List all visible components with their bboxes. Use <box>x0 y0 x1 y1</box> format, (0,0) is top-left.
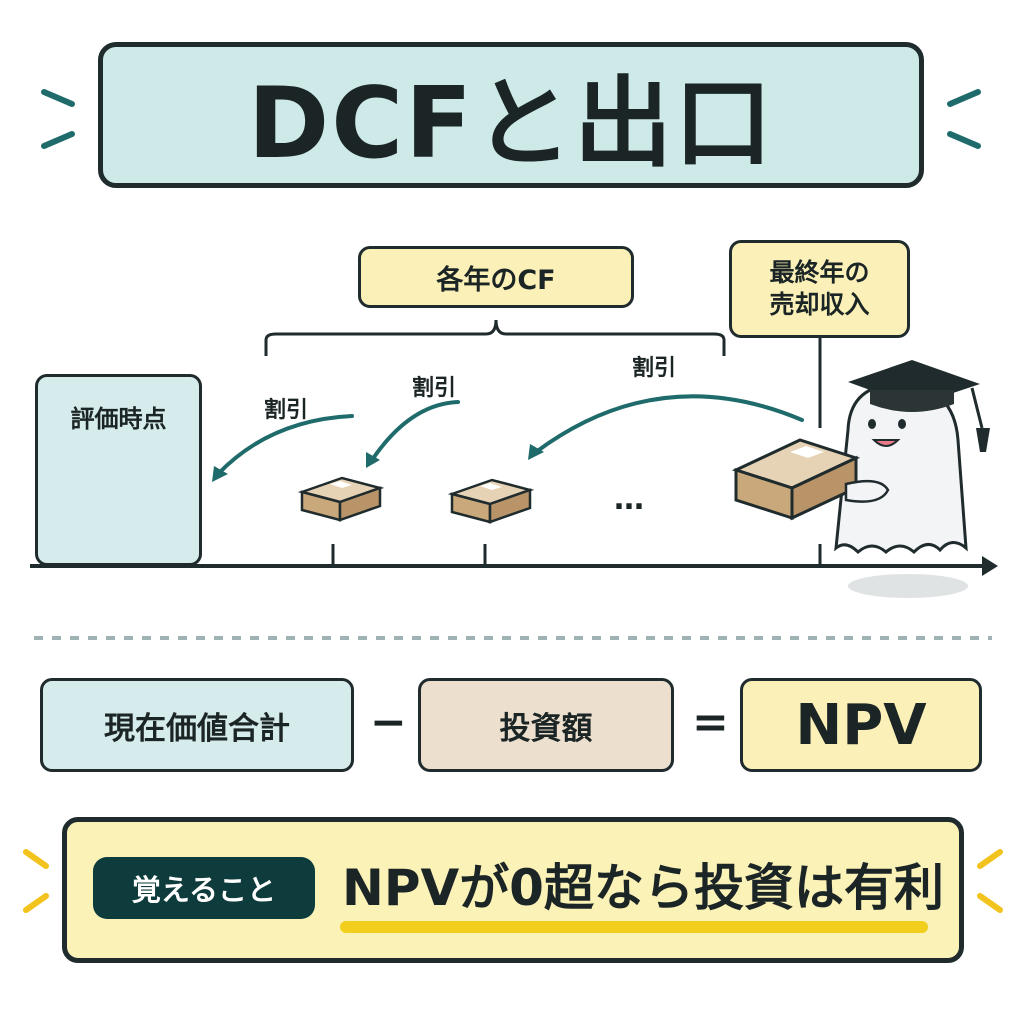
yearly-cf-label: 各年のCF <box>358 246 634 308</box>
money-bundle-icon-large <box>731 438 890 521</box>
title-box: DCFと出口 <box>98 42 924 188</box>
final-sale-line1: 最終年の <box>769 257 870 287</box>
discount-arrow-1 <box>216 414 354 476</box>
final-sale-label: 最終年の 売却収入 <box>729 240 910 338</box>
final-sale-line2: 売却収入 <box>769 290 870 319</box>
pv-total-box: 現在価値合計 <box>40 678 354 772</box>
ellipsis: … <box>614 482 648 517</box>
discount-label-2: 割引 <box>412 376 457 401</box>
discount-label-1: 割引 <box>264 398 309 423</box>
investment-box: 投資額 <box>418 678 674 772</box>
minus-operator: − <box>370 697 407 748</box>
equals-operator: = <box>692 697 729 748</box>
takeaway-box <box>62 817 964 963</box>
discount-label-3: 割引 <box>632 356 677 381</box>
takeaway-text: NPVが0超なら投資は有利 <box>342 859 944 917</box>
money-bundle-icon-1 <box>297 476 385 522</box>
valuation-point-label: 評価時点 <box>70 405 167 433</box>
money-bundle-icon-2 <box>447 478 535 524</box>
highlight-underline <box>340 921 928 933</box>
ghost-shadow <box>848 574 968 598</box>
valuation-point-box: 評価時点 <box>35 374 202 566</box>
discount-arrow-2 <box>370 400 460 462</box>
remember-badge: 覚えること <box>93 857 315 919</box>
cf-brace <box>264 319 726 356</box>
discount-arrow-3 <box>534 394 804 454</box>
axis-arrowhead <box>982 556 998 576</box>
page-title: DCFと出口 <box>247 67 775 181</box>
graduation-cap-icon <box>848 360 990 452</box>
npv-box: NPV <box>740 678 982 772</box>
